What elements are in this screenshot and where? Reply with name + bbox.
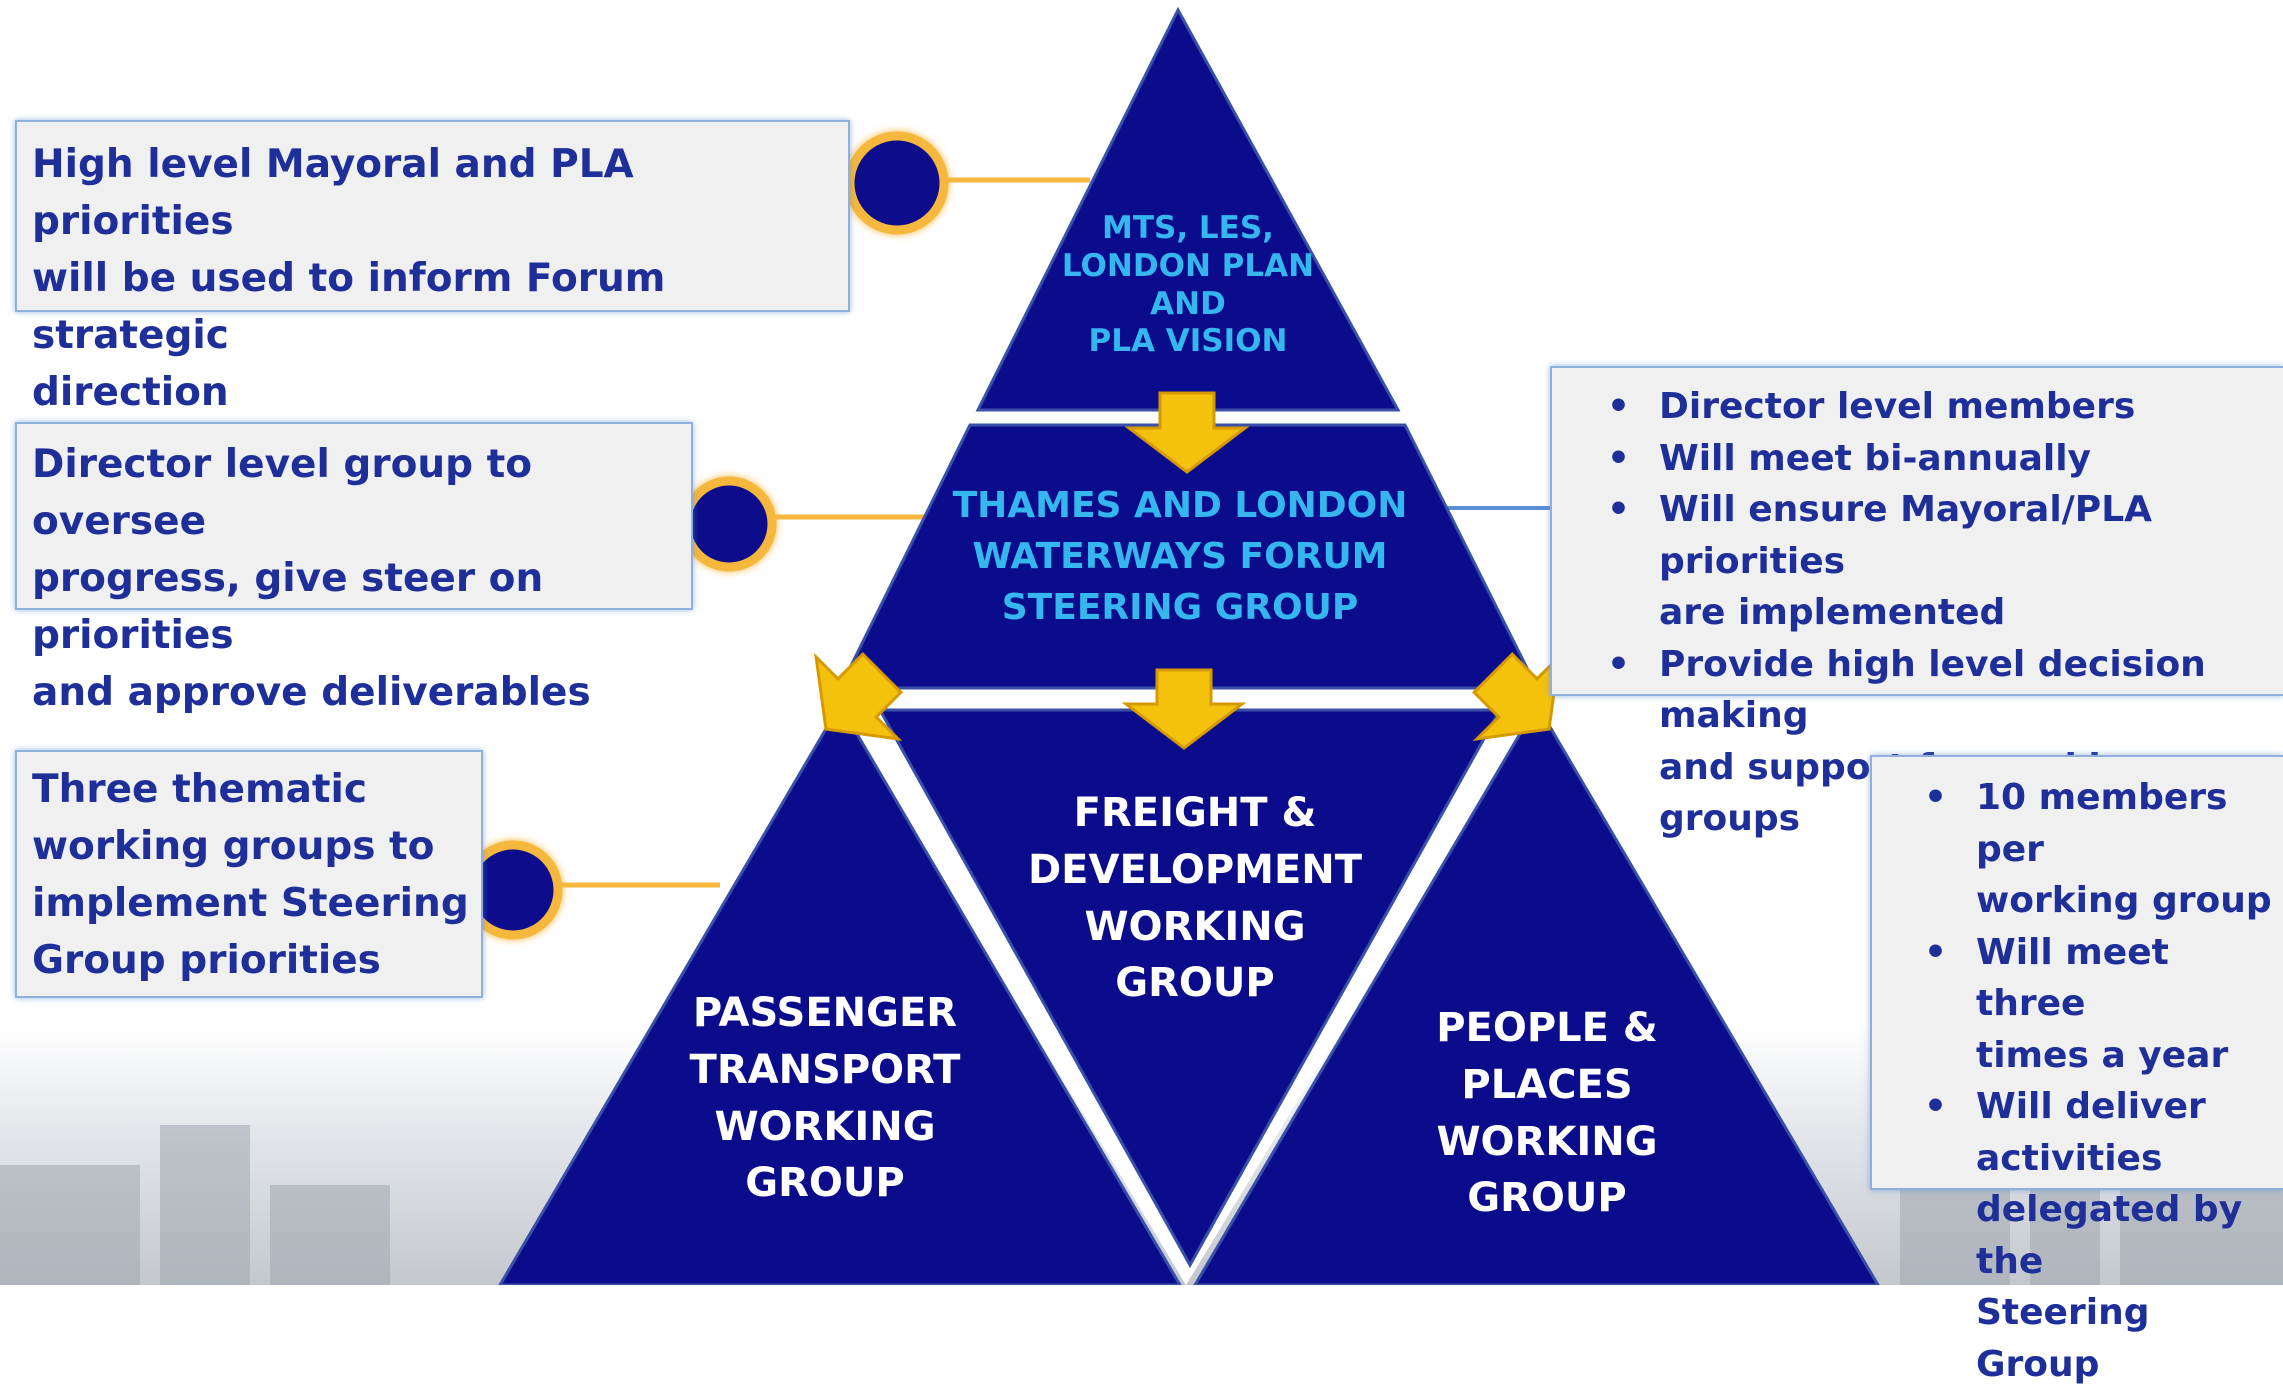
note-line: High level Mayoral and PLA priorities	[32, 142, 634, 244]
note-line: implement Steering	[32, 881, 469, 926]
bullet-item: 10 members per working group	[1924, 772, 2283, 927]
bullet-line: Provide high level decision making	[1659, 643, 2206, 737]
steering-details-list: Director level members Will meet bi-annu…	[1597, 381, 2283, 845]
top-label-line: PLA VISION	[1088, 323, 1288, 360]
people-working-group-label: PEOPLE & PLACES WORKING GROUP	[1392, 1000, 1702, 1227]
note-line: Director level group to oversee	[32, 442, 533, 544]
passenger-label-line: WORKING	[714, 1103, 936, 1150]
pyramid-diagram	[463, 6, 1880, 1285]
bullet-line: Will meet three	[1976, 931, 2169, 1025]
bullet-line: delegated by the	[1976, 1189, 2243, 1282]
steering-group-label: THAMES AND LONDON WATERWAYS FORUM STEERI…	[930, 480, 1430, 633]
freight-label-line: GROUP	[1115, 960, 1275, 1007]
bullet-line: Steering Group	[1976, 1292, 2150, 1385]
steering-group-details-note: Director level members Will meet bi-annu…	[1550, 366, 2283, 839]
bullet-item: Will ensure Mayoral/PLA priorities are im…	[1607, 484, 2283, 639]
people-label-line: PLACES	[1461, 1061, 1633, 1108]
people-label-line: WORKING	[1436, 1118, 1658, 1165]
bullet-line: Director level members	[1659, 386, 2136, 427]
skyline-building	[160, 1125, 250, 1285]
bullet-line: are implemented	[1659, 592, 2006, 633]
director-group-note: Director level group to oversee progress…	[15, 422, 693, 715]
passenger-working-group-label: PASSENGER TRANSPORT WORKING GROUP	[665, 985, 985, 1212]
skyline-building	[270, 1185, 390, 1285]
thematic-groups-note: Three thematic working groups to impleme…	[15, 750, 483, 998]
bullet-line: times a year	[1976, 1034, 2229, 1076]
bullet-line: Will meet bi-annually	[1659, 437, 2092, 479]
down-left-arrow	[813, 651, 904, 742]
steering-label-line: WATERWAYS FORUM	[972, 536, 1388, 578]
passenger-label-line: PASSENGER	[692, 990, 958, 1036]
top-label-line: LONDON PLAN	[1061, 247, 1315, 284]
steering-label-line: THAMES AND LONDON	[952, 485, 1408, 526]
freight-label-line: FREIGHT &	[1073, 790, 1317, 836]
passenger-triangle	[498, 702, 1182, 1285]
passenger-label-line: GROUP	[745, 1160, 905, 1207]
bullet-item: Will meet three times a year	[1924, 927, 2283, 1082]
down-arrow-middle	[1121, 668, 1247, 750]
working-details-list: 10 members per working group Will meet th…	[1914, 772, 2283, 1390]
bullet-line: activities	[1976, 1137, 2163, 1179]
top-label-line: MTS, LES,	[1102, 210, 1274, 246]
freight-working-group-label: FREIGHT & DEVELOPMENT WORKING GROUP	[1015, 785, 1375, 1012]
working-group-details-note: 10 members per working group Will meet th…	[1870, 755, 2283, 1385]
note-line: progress, give steer on priorities	[32, 556, 544, 658]
skyline-building	[0, 1165, 140, 1285]
freight-label-line: DEVELOPMENT	[1027, 846, 1363, 893]
down-arrow-top	[1124, 391, 1250, 474]
bullet-line: Will deliver	[1976, 1086, 2206, 1127]
mayoral-priorities-note: High level Mayoral and PLA priorities wi…	[15, 120, 850, 415]
bullet-item: Will deliver activities delegated by theSt…	[1924, 1081, 2283, 1390]
note-line: Group priorities	[32, 938, 381, 983]
note-line: and approve deliverables	[32, 670, 591, 715]
connector-dot-mayoral	[845, 131, 949, 235]
top-label-line: AND	[1150, 285, 1226, 322]
note-line: working groups to	[32, 824, 435, 869]
people-label-line: PEOPLE &	[1436, 1005, 1658, 1051]
connector-dot-director	[681, 476, 777, 572]
people-triangle	[1193, 702, 1880, 1285]
passenger-label-line: TRANSPORT	[689, 1046, 961, 1093]
bullet-item: Will meet bi-annually	[1607, 433, 2283, 485]
bullet-item: Director level members	[1607, 381, 2283, 433]
people-label-line: GROUP	[1467, 1175, 1627, 1222]
note-line: direction	[32, 370, 229, 415]
freight-label-line: WORKING	[1084, 903, 1306, 950]
note-line: will be used to inform Forum strategic	[32, 256, 666, 358]
top-triangle-label: MTS, LES, LONDON PLAN AND PLA VISION	[1038, 210, 1338, 361]
note-line: Three thematic	[32, 767, 368, 812]
bullet-line: working group	[1976, 880, 2272, 921]
bullet-line: 10 members per	[1976, 777, 2228, 870]
steering-label-line: STEERING GROUP	[1001, 587, 1359, 629]
bullet-line: Will ensure Mayoral/PLA priorities	[1659, 489, 2152, 582]
